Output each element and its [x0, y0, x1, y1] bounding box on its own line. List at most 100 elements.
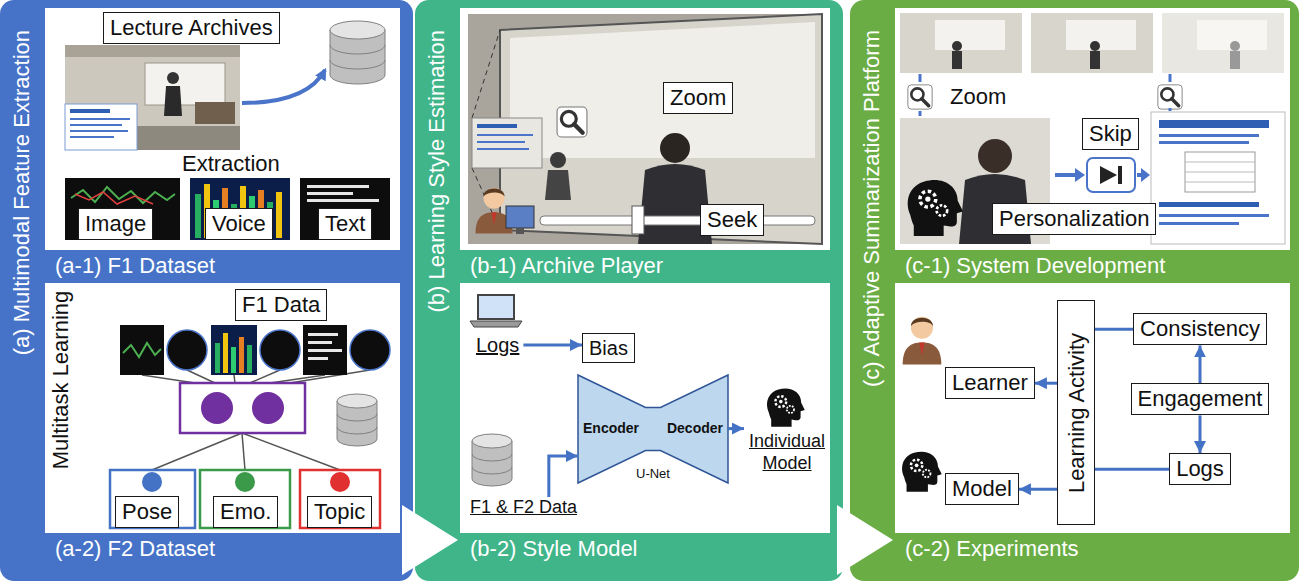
box-label: Seek: [707, 207, 757, 233]
subpanel-caption: (a-1) F1 Dataset: [55, 253, 215, 279]
database-icon: [330, 21, 385, 84]
lecture-video: [550, 152, 566, 168]
feature-thumbnails: [239, 337, 244, 373]
lecture-thumbnails: [900, 13, 1284, 73]
user-icon: [476, 188, 534, 234]
lecture-thumbnails: [1162, 13, 1284, 73]
icon-caption: F1 & F2 Data: [466, 497, 581, 519]
feature-thumbnails: [211, 325, 257, 375]
skip-icon: [1055, 158, 1150, 192]
section-title: (b) Learning Style Estimation: [424, 30, 450, 530]
lecture-video: [472, 30, 500, 118]
vertical-box: Learning Activity: [1057, 300, 1095, 525]
seek-bar: [632, 206, 644, 234]
task-heads: [110, 470, 195, 528]
label-box: Personalization: [992, 203, 1156, 235]
lecture-photo: [70, 136, 114, 138]
lecture-photo: [70, 118, 130, 120]
caption-text: F1 & F2 Data: [470, 497, 577, 519]
lecture-photo: [65, 45, 240, 150]
slide-image: [1185, 162, 1255, 163]
section-title: (c) Adaptive Summarization Platform: [859, 30, 885, 530]
connector-arrow: [523, 344, 582, 347]
slide-image: [1159, 222, 1239, 225]
image-feature-thumbnail: [65, 178, 180, 240]
box-label: Engagement: [1138, 386, 1263, 412]
lecture-thumbnails: [1090, 51, 1100, 69]
label-box: Lecture Archives: [103, 12, 280, 44]
feature-thumbnails: [123, 343, 161, 357]
label-box: Topic: [307, 496, 372, 528]
box-label: Zoom: [670, 85, 726, 111]
box-label: Text: [325, 211, 365, 237]
lecture-thumbnails: [1197, 20, 1267, 50]
subpanel: (a-1) F1 DatasetLecture ArchivesImageVoi…: [45, 8, 400, 250]
feature-thumbnails: [223, 333, 228, 373]
label-box: Consistency: [1133, 313, 1267, 345]
connector-arrow: [1035, 382, 1057, 385]
feature-thumbnails: [215, 343, 220, 373]
box-label: Pose: [122, 499, 172, 525]
vertical-label: Learning Activity: [1063, 301, 1089, 524]
slide-image: [1185, 172, 1255, 173]
database-icon: [472, 454, 512, 474]
label-box: Model: [945, 473, 1019, 505]
network-wires: [242, 433, 340, 470]
box-label: Consistency: [1140, 316, 1260, 342]
voice-spectrogram: [190, 178, 290, 240]
caption-text: Individual Model: [748, 431, 826, 474]
feature-thumbnails: [260, 330, 300, 370]
task-heads: [142, 472, 162, 492]
lecture-thumbnails: [1230, 51, 1240, 69]
connector-arrow: [1199, 345, 1202, 383]
laptop-icon: [478, 295, 514, 319]
database-icon: [330, 45, 385, 69]
lecture-video: [500, 14, 822, 244]
section-panel: (c) Adaptive Summarization Platform: [850, 0, 1299, 581]
skip-icon: [1100, 166, 1117, 184]
task-heads: [110, 470, 380, 528]
icon-caption: Individual Model: [744, 383, 830, 474]
task-heads: [330, 472, 350, 492]
skip-icon: [1055, 173, 1077, 177]
lecture-video: [477, 134, 533, 136]
model-head-icon: [902, 452, 942, 492]
extraction-arrow: [242, 70, 325, 103]
text-feature-thumbnail: [307, 192, 353, 195]
task-heads: [235, 472, 255, 492]
label-box: Engagement: [1131, 383, 1270, 415]
skip-icon: [1141, 168, 1150, 182]
lecture-video: [468, 14, 822, 244]
lecture-photo: [164, 86, 182, 116]
lecture-photo: [145, 63, 225, 105]
task-heads: [300, 470, 380, 528]
box-label: Learner: [952, 370, 1028, 396]
subpanel-caption: (c-1) System Development: [905, 253, 1165, 279]
shared-layer: [201, 392, 233, 424]
subpanel: (a-2) F2 DatasetF1 DataPoseEmo.Topic: [45, 283, 400, 533]
laptop-icon: [470, 321, 522, 327]
seek-bar: [540, 216, 815, 225]
feature-thumbnails: [308, 349, 342, 352]
lecture-thumbnails: [952, 51, 962, 69]
lecture-thumbnails: [900, 13, 1022, 73]
slide-image: [1151, 112, 1285, 244]
connector-arrow: [1199, 415, 1202, 453]
connector-arrow: [1019, 488, 1057, 491]
image-feature-thumbnail: [71, 187, 175, 203]
slide-image: [1185, 182, 1255, 183]
skip-icon: [1075, 168, 1085, 182]
box-label: Logs: [1176, 456, 1224, 482]
slide-image: [1151, 112, 1285, 244]
feature-thumbnails: [231, 347, 236, 373]
box-label: Image: [85, 211, 146, 237]
subpanel: (c-1) System DevelopmentSkipPersonalizat…: [895, 8, 1290, 250]
image-feature-thumbnail: [65, 178, 180, 240]
image-feature-thumbnail: [75, 192, 153, 204]
lecture-thumbnails: [1031, 13, 1153, 73]
section-panel: (b) Learning Style Estimation: [415, 0, 843, 581]
slide-image: [1185, 152, 1255, 192]
shared-layer: [180, 383, 305, 433]
text-feature-thumbnail: [307, 185, 369, 188]
